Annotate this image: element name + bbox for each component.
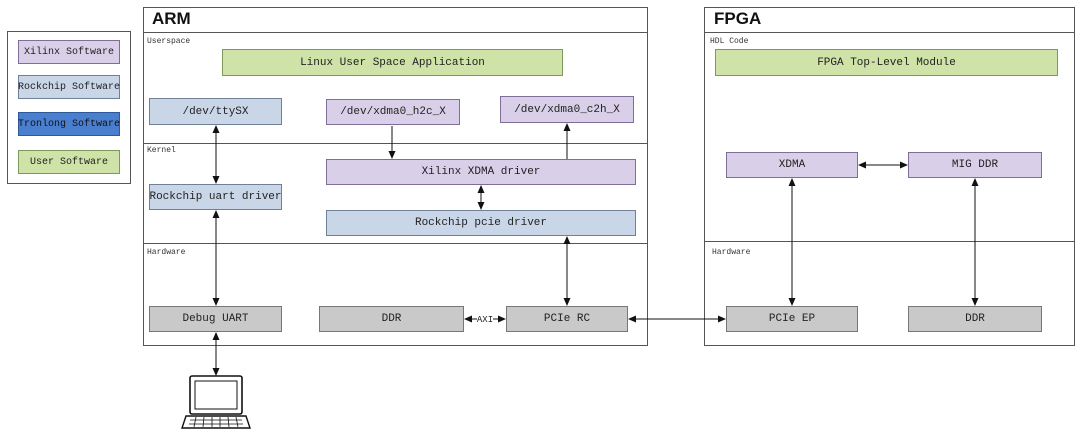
pcie-ep-box: PCIe EP bbox=[726, 306, 858, 332]
dev-c2h-box: /dev/xdma0_c2h_X bbox=[500, 96, 634, 123]
debug-uart-box: Debug UART bbox=[149, 306, 282, 332]
fpga-title: FPGA bbox=[714, 9, 762, 28]
fpga-hdl-label: HDL Code bbox=[710, 37, 749, 46]
xdma-driver-box: Xilinx XDMA driver bbox=[326, 159, 636, 185]
computer-icon bbox=[181, 375, 251, 429]
uart-driver-box: Rockchip uart driver bbox=[149, 184, 282, 210]
arm-hardware-divider bbox=[143, 243, 648, 244]
arm-userspace-label: Userspace bbox=[147, 37, 191, 46]
linux-app-box: Linux User Space Application bbox=[222, 49, 563, 76]
pcie-driver-box: Rockchip pcie driver bbox=[326, 210, 636, 236]
arm-title-divider bbox=[143, 32, 648, 33]
legend-user: User Software bbox=[18, 150, 120, 174]
mig-ddr-box: MIG DDR bbox=[908, 152, 1042, 178]
axi-label: AXI bbox=[477, 315, 493, 325]
fpga-ddr-box: DDR bbox=[908, 306, 1042, 332]
fpga-hardware-divider bbox=[704, 241, 1075, 242]
dev-h2c-box: /dev/xdma0_h2c_X bbox=[326, 99, 460, 125]
legend-tronlong: Tronlong Software bbox=[18, 112, 120, 136]
legend-xilinx: Xilinx Software bbox=[18, 40, 120, 64]
arm-title: ARM bbox=[152, 9, 191, 28]
xdma-box: XDMA bbox=[726, 152, 858, 178]
arm-hardware-label: Hardware bbox=[147, 248, 186, 257]
legend-panel: Xilinx Software Rockchip Software Tronlo… bbox=[7, 31, 131, 184]
arm-kernel-divider bbox=[143, 143, 648, 144]
legend-rockchip: Rockchip Software bbox=[18, 75, 120, 99]
fpga-top-module-box: FPGA Top-Level Module bbox=[715, 49, 1058, 76]
fpga-title-divider bbox=[704, 32, 1075, 33]
dev-tty-box: /dev/ttySX bbox=[149, 98, 282, 125]
pcie-rc-box: PCIe RC bbox=[506, 306, 628, 332]
arm-ddr-box: DDR bbox=[319, 306, 464, 332]
fpga-hardware-label: Hardware bbox=[712, 248, 751, 257]
arm-kernel-label: Kernel bbox=[147, 146, 176, 155]
